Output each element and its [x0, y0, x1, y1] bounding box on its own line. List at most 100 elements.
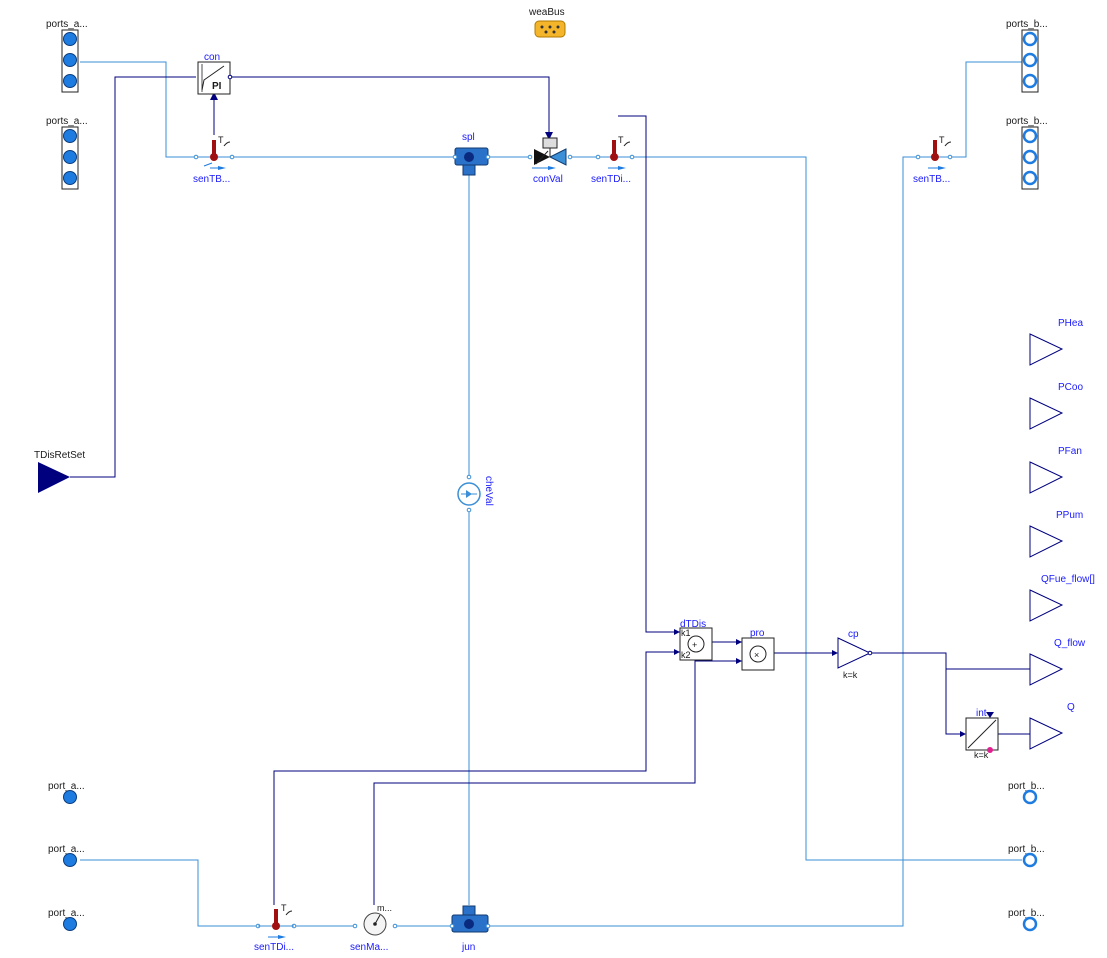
- arrow-head: [545, 132, 553, 140]
- real-output-icon: [1029, 589, 1064, 622]
- real-output-icon: [1029, 717, 1064, 750]
- fluid-port-icon: [63, 917, 77, 931]
- ports-b-top[interactable]: ports_b...: [1006, 19, 1048, 93]
- port-a-3[interactable]: port_a...: [48, 908, 85, 931]
- signal-line[interactable]: [273, 651, 680, 905]
- ports-b-second[interactable]: ports_b...: [1006, 116, 1048, 190]
- real-output-icon: [1029, 397, 1064, 430]
- temperature-sensor-senTDi-top[interactable]: T senTDi...: [591, 135, 635, 185]
- check-valve-label: cheVal: [483, 476, 494, 506]
- port-label: ports_a...: [46, 19, 88, 30]
- splitter-spl[interactable]: spl: [452, 132, 491, 176]
- output-q-flow[interactable]: Q_flow: [1029, 638, 1086, 686]
- gain-cp[interactable]: cp k=k: [832, 629, 873, 680]
- fluid-port-outlet-icon: [1022, 789, 1038, 805]
- port-a-2[interactable]: port_a...: [48, 844, 85, 867]
- temperature-sensor-senTB-right[interactable]: T senTB...: [913, 135, 953, 185]
- signal-line[interactable]: [872, 652, 1030, 670]
- output-label: PFan: [1058, 446, 1082, 457]
- fluid-port-icon: [63, 32, 77, 46]
- product-symbol: ×: [754, 650, 759, 660]
- output-label: QFue_flow[]: [1041, 574, 1095, 585]
- pi-controller[interactable]: con PI: [197, 52, 233, 95]
- valve-actuator-icon: [542, 137, 558, 149]
- sensor-glyph: T: [281, 903, 287, 913]
- integrator-int[interactable]: int k=k: [960, 708, 999, 760]
- output-ppum[interactable]: PPum: [1029, 510, 1083, 558]
- output-phea[interactable]: PHea: [1029, 318, 1083, 366]
- temperature-sensor-senTDi-bottom[interactable]: T senTDi...: [254, 903, 297, 953]
- sensor-glyph: T: [939, 135, 945, 145]
- output-qfue-flow[interactable]: QFue_flow[]: [1029, 574, 1095, 622]
- fluid-port-outlet-icon: [1022, 170, 1038, 186]
- thermometer-icon: [274, 909, 278, 924]
- controller-label: con: [204, 52, 220, 63]
- junction-label: jun: [461, 942, 475, 953]
- fluid-line[interactable]: [632, 156, 1022, 861]
- product-label: pro: [750, 628, 765, 639]
- signal-line[interactable]: [70, 76, 196, 478]
- input-label: TDisRetSet: [34, 450, 85, 461]
- temperature-sensor-senTB-left[interactable]: T senTB...: [193, 135, 235, 185]
- sensor-glyph: T: [218, 135, 224, 145]
- signal-line[interactable]: [618, 115, 680, 633]
- ports-a-top[interactable]: ports_a...: [46, 19, 88, 93]
- fluid-line[interactable]: [80, 859, 258, 927]
- sensor-label: senTB...: [913, 174, 950, 185]
- integrator-param: k=k: [974, 750, 989, 760]
- tdisretset-input[interactable]: TDisRetSet: [34, 450, 85, 493]
- real-output-icon: [1029, 653, 1064, 686]
- fluid-port-outlet-icon: [1022, 128, 1038, 144]
- fluid-line[interactable]: [950, 61, 1022, 158]
- adder-k1: k1: [681, 628, 691, 638]
- mass-flow-sensor-senMa[interactable]: m... senMa...: [350, 903, 398, 953]
- port-label: port_b...: [1008, 781, 1045, 792]
- port-b-1[interactable]: port_b...: [1008, 781, 1045, 805]
- port-a-1[interactable]: port_a...: [48, 781, 85, 804]
- adder-k2: k2: [681, 650, 691, 660]
- junction-jun[interactable]: jun: [449, 905, 491, 953]
- fluid-port-outlet-icon: [1022, 916, 1038, 932]
- sensor-label: senTB...: [193, 174, 230, 185]
- real-output-icon: [1029, 461, 1064, 494]
- fluid-port-icon: [63, 790, 77, 804]
- output-pcoo[interactable]: PCoo: [1029, 382, 1083, 430]
- fluid-port-icon: [63, 53, 77, 67]
- splitter-label: spl: [462, 132, 475, 143]
- gain-param: k=k: [843, 670, 858, 680]
- signal-line[interactable]: [232, 76, 550, 135]
- ports-a-second[interactable]: ports_a...: [46, 116, 88, 190]
- control-valve-conVal[interactable]: conVal: [527, 137, 573, 185]
- fluid-port-outlet-icon: [1022, 149, 1038, 165]
- fluid-line[interactable]: [80, 61, 196, 158]
- fluid-port-outlet-icon: [1022, 73, 1038, 89]
- product-pro[interactable]: pro ×: [736, 628, 775, 671]
- fluid-line[interactable]: [490, 156, 920, 927]
- signal-connections: [70, 76, 1030, 905]
- fluid-port-icon: [63, 171, 77, 185]
- output-label: PPum: [1056, 510, 1083, 521]
- port-label: port_b...: [1008, 844, 1045, 855]
- fluid-connections: [80, 61, 1022, 927]
- check-valve-cheVal[interactable]: cheVal: [457, 474, 494, 513]
- fluid-port-outlet-icon: [1022, 52, 1038, 68]
- port-label: ports_a...: [46, 116, 88, 127]
- sensor-glyph: m...: [377, 903, 392, 913]
- output-pfan[interactable]: PFan: [1029, 446, 1082, 494]
- sensor-glyph: T: [618, 135, 624, 145]
- reset-indicator-icon: [987, 747, 993, 753]
- port-label: ports_b...: [1006, 19, 1048, 30]
- gain-icon: [837, 637, 872, 669]
- port-b-2[interactable]: port_b...: [1008, 844, 1045, 868]
- output-q[interactable]: Q: [1029, 702, 1075, 750]
- port-label: port_a...: [48, 908, 85, 919]
- sensor-label: senTDi...: [591, 174, 631, 185]
- signal-line[interactable]: [373, 660, 742, 905]
- port-b-3[interactable]: port_b...: [1008, 908, 1045, 932]
- weather-bus[interactable]: weaBus: [528, 7, 566, 38]
- fluid-port-icon: [63, 853, 77, 867]
- signal-line[interactable]: [945, 669, 964, 735]
- adder-dTDis[interactable]: dTDis + k1 k2: [674, 619, 713, 661]
